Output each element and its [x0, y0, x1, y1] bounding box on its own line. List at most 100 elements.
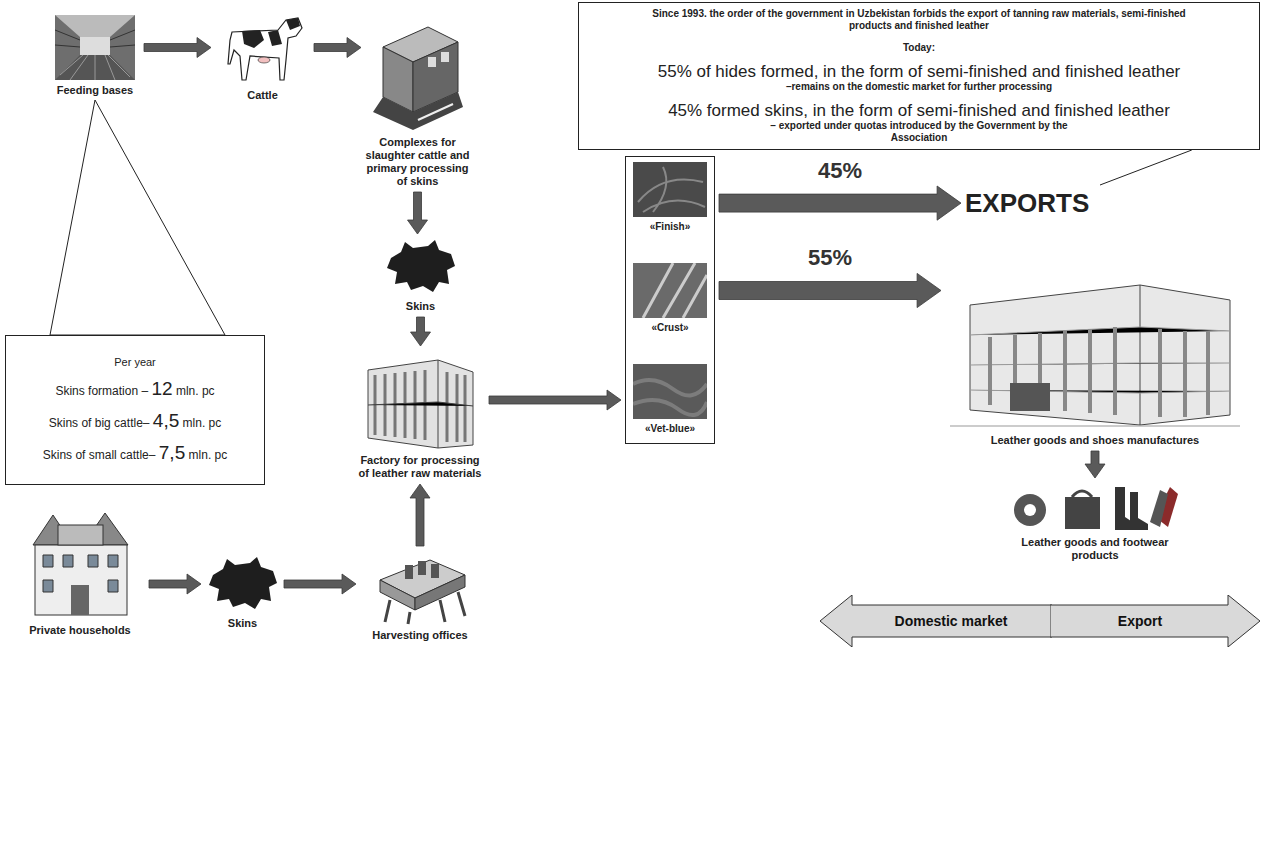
illustration-part	[385, 592, 465, 624]
caption-text: «Finish»	[630, 221, 710, 233]
illustration-part	[820, 595, 1052, 647]
illustration-part	[58, 525, 103, 545]
flow-arrow	[411, 317, 431, 346]
illustration-part	[71, 585, 89, 615]
illustration-part	[1014, 494, 1046, 526]
caption-text: Skins	[378, 300, 463, 313]
caption-text: Harvesting offices	[360, 629, 480, 642]
illustration	[633, 162, 707, 217]
illustration-part	[405, 565, 413, 579]
illustration	[1010, 482, 1180, 532]
flow-arrow	[284, 574, 356, 594]
illustration-part	[418, 561, 426, 575]
illustration-part	[55, 15, 135, 80]
image-node: «Finish»	[630, 162, 710, 233]
flow-arrow	[1085, 451, 1105, 478]
flow-arrow	[489, 390, 621, 410]
stats-text: Per year	[12, 356, 258, 368]
note-box: Since 1993. the order of the government …	[578, 2, 1260, 150]
caption-text: Private households	[15, 624, 145, 637]
caption-text: «Vet-blue»	[630, 423, 710, 435]
illustration-part	[1140, 285, 1141, 425]
caption-text: Factory for processing of leather raw ma…	[355, 454, 485, 480]
flow-arrow	[410, 484, 430, 546]
illustration	[55, 15, 135, 80]
image-node: Cattle	[215, 10, 310, 102]
illustration-part	[373, 92, 463, 130]
flow-arrow	[408, 192, 428, 234]
illustration	[633, 263, 707, 318]
illustration-part	[633, 162, 707, 217]
illustration-part	[1150, 490, 1168, 527]
illustration-part	[375, 370, 465, 442]
illustration-part	[33, 513, 128, 545]
illustration-part	[55, 15, 135, 37]
illustration-part	[431, 564, 439, 578]
illustration	[23, 505, 138, 620]
caption-text: Cattle	[215, 89, 310, 102]
callout-wedge	[50, 100, 225, 335]
market-text: Domestic market	[820, 595, 1052, 647]
illustration-part	[950, 426, 1240, 427]
exports-text: EXPORTS	[965, 188, 1125, 219]
note-text: 45% formed skins, in the form of semi-fi…	[585, 101, 1253, 120]
caption-text: Leather goods and footwear products	[1005, 536, 1185, 562]
caption-text: Skins	[205, 617, 280, 630]
image-node: Skins	[378, 238, 463, 313]
illustration-part	[633, 263, 707, 318]
note-text: – exported under quotas introduced by th…	[764, 120, 1074, 144]
image-node: «Crust»	[630, 263, 710, 334]
flow-arrow	[149, 574, 201, 594]
note-text: Since 1993. the order of the government …	[649, 8, 1189, 32]
illustration-part	[1024, 504, 1036, 516]
illustration-part	[633, 364, 707, 419]
illustration	[950, 265, 1240, 430]
illustration-part	[638, 167, 705, 212]
market-arrow: Export	[1050, 595, 1260, 647]
illustration-part	[441, 52, 449, 62]
caption-text: Leather goods and shoes manufactures	[945, 434, 1245, 447]
flow-arrow	[719, 186, 961, 220]
image-node: Harvesting offices	[360, 550, 480, 642]
illustration-part	[209, 557, 277, 609]
image-node: Leather goods and shoes manufactures	[945, 265, 1245, 447]
illustration-part	[60, 55, 130, 80]
image-node: Factory for processing of leather raw ma…	[355, 350, 485, 480]
note-text: –remains on the domestic market for furt…	[585, 81, 1253, 93]
illustration-part	[1115, 487, 1148, 530]
image-node: Skins	[205, 555, 280, 630]
illustration-part	[55, 30, 135, 47]
illustration-part	[1050, 595, 1260, 647]
market-text: Export	[1050, 595, 1260, 647]
illustration-part	[368, 402, 473, 406]
illustration-part	[242, 18, 300, 48]
illustration-part	[228, 18, 302, 80]
market-arrow: Domestic market	[820, 595, 1052, 647]
illustration-part	[55, 55, 135, 80]
note-text: Today:	[585, 42, 1253, 54]
illustration-part	[35, 545, 127, 615]
illustration-part	[1010, 383, 1050, 411]
illustration	[633, 364, 707, 419]
illustration	[363, 350, 478, 450]
illustration-part	[387, 240, 455, 292]
illustration	[383, 238, 458, 296]
stat-number: 4,5	[153, 410, 179, 431]
stat-number: 12	[151, 378, 172, 399]
image-node: Private households	[15, 505, 145, 637]
edge-label: 45%	[818, 158, 862, 184]
illustration-part	[970, 285, 1230, 425]
stats-text: Skins of big cattle– 4,5 mln. pc	[12, 410, 258, 432]
illustration-part	[418, 104, 453, 120]
stats-text: Skins formation – 12 mln. pc	[12, 378, 258, 400]
illustration-part	[380, 580, 415, 610]
illustration-part	[368, 360, 473, 448]
caption-text: «Crust»	[630, 322, 710, 334]
flow-arrow	[144, 38, 211, 58]
caption-text: Feeding bases	[50, 84, 140, 97]
illustration-part	[1072, 491, 1092, 497]
image-node: «Vet-blue»	[630, 364, 710, 435]
illustration	[220, 10, 305, 85]
illustration-part	[428, 57, 436, 67]
